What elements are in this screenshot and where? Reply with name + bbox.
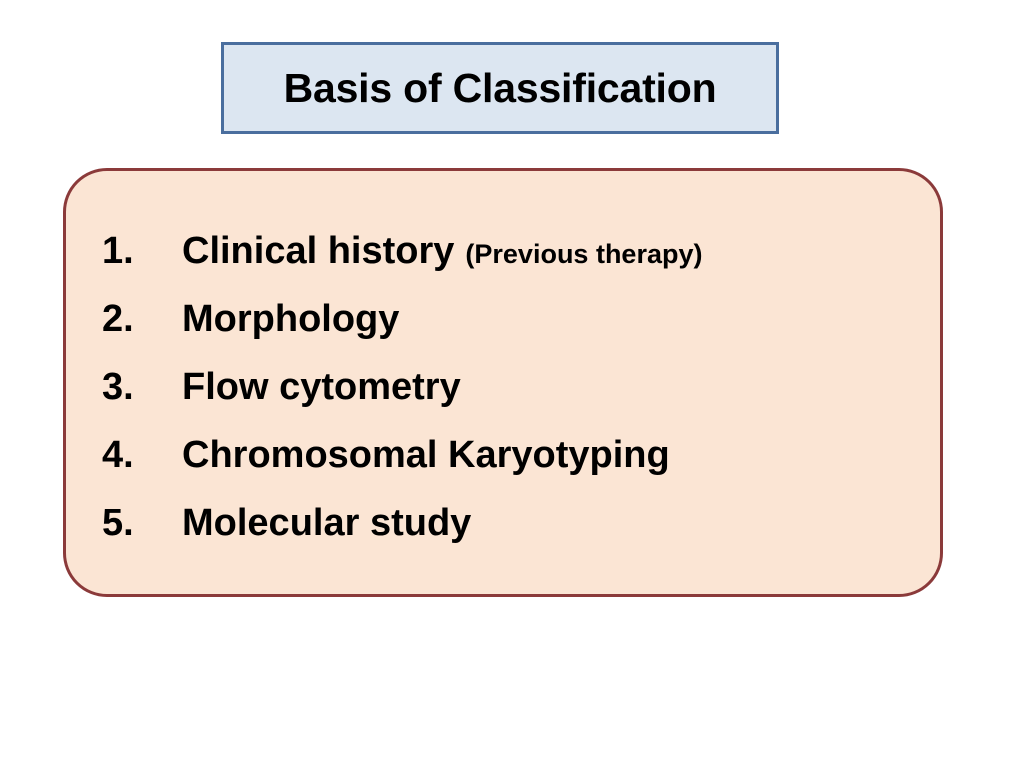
list-item: 1. Clinical history (Previous therapy) [102, 217, 920, 285]
list-item-label: Molecular study [182, 502, 472, 544]
list-item: 3. Flow cytometry [102, 353, 920, 421]
list-item-label: Chromosomal Karyotyping [182, 434, 670, 476]
list-item-note: (Previous therapy) [465, 239, 703, 269]
list-item: 2. Morphology [102, 285, 920, 353]
page-title: Basis of Classification [283, 64, 717, 111]
classification-basis-panel: 1. Clinical history (Previous therapy) 2… [63, 168, 943, 597]
list-item-number: 4. [102, 434, 134, 476]
list-item-number: 3. [102, 366, 134, 408]
list-item-label: Clinical history [182, 230, 455, 272]
list-item: 5. Molecular study [102, 489, 920, 557]
numbered-list: 1. Clinical history (Previous therapy) 2… [102, 217, 920, 557]
title-box: Basis of Classification [221, 42, 779, 134]
list-item-label: Flow cytometry [182, 366, 461, 408]
list-item: 4. Chromosomal Karyotyping [102, 421, 920, 489]
list-item-label: Morphology [182, 298, 400, 340]
list-item-number: 1. [102, 230, 134, 272]
list-item-number: 2. [102, 298, 134, 340]
list-item-number: 5. [102, 502, 134, 544]
